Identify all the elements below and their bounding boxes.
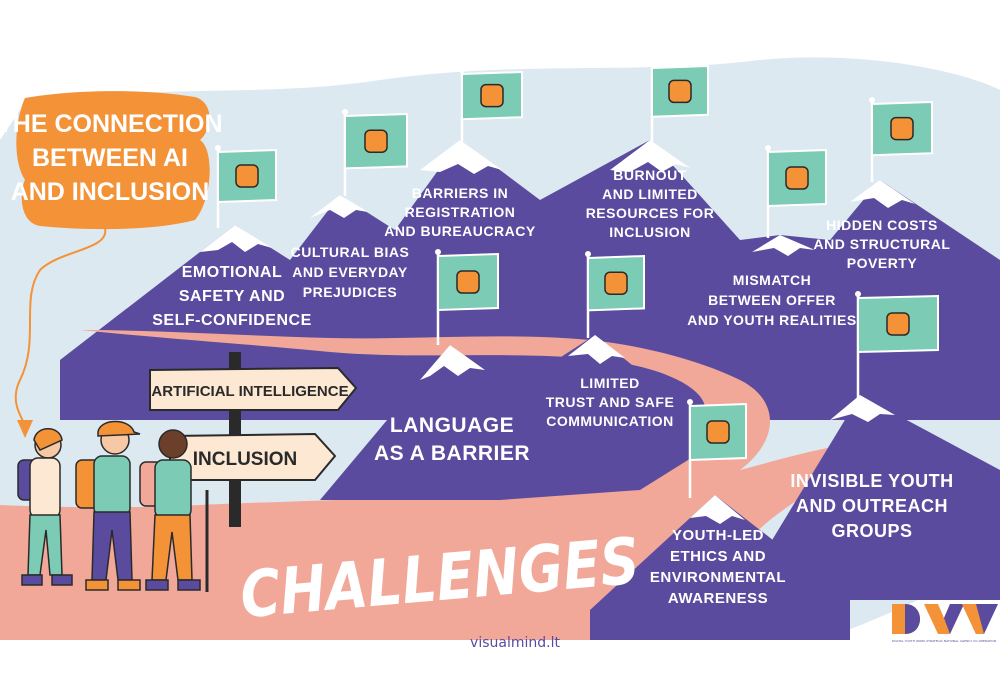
hikers [17, 420, 209, 592]
mountain-label-line: AND STRUCTURAL [814, 236, 951, 252]
mountain-label-line: PREJUDICES [303, 284, 397, 300]
mountain-label: MISMATCH BETWEEN OFFER AND YOUTH REALITIES [687, 272, 856, 328]
mountain-label: BURNOUT AND LIMITED RESOURCES FOR INCLUSION [586, 167, 715, 240]
title-bubble: THE CONNECTION BETWEEN AI AND INCLUSION [0, 91, 223, 438]
mountain-label-line: POVERTY [847, 255, 918, 271]
title-line: THE CONNECTION [0, 110, 223, 138]
puzzle-icon [785, 166, 809, 190]
hiker-2 [75, 420, 141, 591]
snow-caps [200, 140, 915, 256]
flag [585, 251, 645, 338]
mountain-label: EMOTIONAL SAFETY AND SELF-CONFIDENCE [152, 264, 312, 329]
sign-label: INCLUSION [193, 449, 298, 470]
title-line: BETWEEN AI [32, 144, 188, 172]
road-barrier-icon [480, 83, 504, 108]
padlock-icon [604, 271, 628, 295]
arrow-icon [17, 420, 33, 438]
mountain-label-line: YOUTH-LED [672, 527, 764, 544]
mountain-label-line: INVISIBLE YOUTH [790, 471, 953, 491]
mountain-range [60, 140, 1000, 420]
mountain-label-line: COMMUNICATION [546, 413, 674, 429]
mountain-label: INVISIBLE YOUTH AND OUTREACH GROUPS [790, 471, 953, 541]
mountain-label-line: ETHICS AND [670, 548, 766, 565]
mountain-label-line: RESOURCES FOR [586, 205, 715, 221]
mountain-label: LANGUAGE AS A BARRIER [374, 414, 530, 465]
dyw-logo: DIGITAL YOUTH WORK STRATEGIC NATIONAL AG… [892, 604, 998, 643]
mountain-label-line: LIMITED [580, 375, 640, 391]
credit-text: visualmind.lt [470, 635, 560, 651]
invisible-people-icon [886, 312, 910, 336]
mountain-label-line: TRUST AND SAFE [546, 394, 675, 410]
scales-icon [364, 129, 388, 153]
signpost: ARTIFICIAL INTELLIGENCE INCLUSION [149, 352, 358, 527]
mountain-label: HIDDEN COSTS AND STRUCTURAL POVERTY [814, 217, 951, 271]
flag [459, 67, 523, 142]
mountain-label-line: HIDDEN COSTS [826, 217, 938, 233]
mountain-label: BARRIERS IN REGISTRATION AND BUREAUCRACY [384, 185, 536, 239]
hiker-3 [139, 429, 209, 592]
mountain-label-line: AND YOUTH REALITIES [687, 312, 856, 328]
mountain-label-line: LANGUAGE [390, 414, 514, 437]
mountain-label-line: CULTURAL BIAS [291, 244, 410, 260]
shield-heart-icon [235, 164, 259, 188]
sign-artificial-intelligence [149, 366, 358, 411]
mountain-label-line: AS A BARRIER [374, 442, 530, 465]
mountain-label: YOUTH-LED ETHICS AND ENVIRONMENTAL AWARENES… [650, 527, 786, 607]
mountain-label-line: EMOTIONAL [182, 264, 283, 281]
mountain-label-line: ENVIRONMENTAL [650, 569, 786, 586]
flag [215, 145, 277, 228]
logo-subtitle: DIGITAL YOUTH WORK STRATEGIC NATIONAL AG… [892, 639, 996, 643]
mountain-label: LIMITED TRUST AND SAFE COMMUNICATION [546, 375, 675, 429]
flag [869, 97, 933, 182]
flag [342, 109, 408, 196]
mountain-label-line: INCLUSION [609, 224, 691, 240]
mountain-label-line: AND LIMITED [602, 186, 698, 202]
low-battery-icon [668, 79, 692, 104]
flag [765, 145, 827, 238]
front-snow-caps [420, 335, 895, 524]
mountain-label-line: BARRIERS IN [412, 185, 509, 201]
earth-in-hand-icon [706, 420, 730, 444]
mountain-label-line: AWARENESS [668, 590, 768, 607]
mountain-label-line: BURNOUT [613, 167, 687, 183]
mountain-label-line: GROUPS [831, 521, 912, 541]
mountain-label-line: SELF-CONFIDENCE [152, 312, 312, 329]
mountain-label-line: AND OUTREACH [796, 496, 948, 516]
front-mountains [320, 335, 1000, 640]
mountain-label-line: SAFETY AND [179, 288, 285, 305]
mountain-label-line: MISMATCH [733, 272, 811, 288]
mountain-label-line: BETWEEN OFFER [708, 292, 836, 308]
euro-banknote-icon [890, 116, 914, 141]
hiker-1 [17, 428, 73, 586]
mountain-label-line: REGISTRATION [405, 204, 516, 220]
mountain-label: CULTURAL BIAS AND EVERYDAY PREJUDICES [291, 244, 410, 300]
title-line: AND INCLUSION [11, 178, 210, 206]
flag [649, 61, 709, 142]
translate-icon [456, 270, 480, 294]
mountain-label-line: AND EVERYDAY [292, 264, 408, 280]
flag [855, 291, 939, 398]
flag [435, 249, 499, 345]
sign-label: ARTIFICIAL INTELLIGENCE [151, 383, 348, 400]
flag [687, 399, 747, 498]
mountain-label-line: AND BUREAUCRACY [384, 223, 536, 239]
